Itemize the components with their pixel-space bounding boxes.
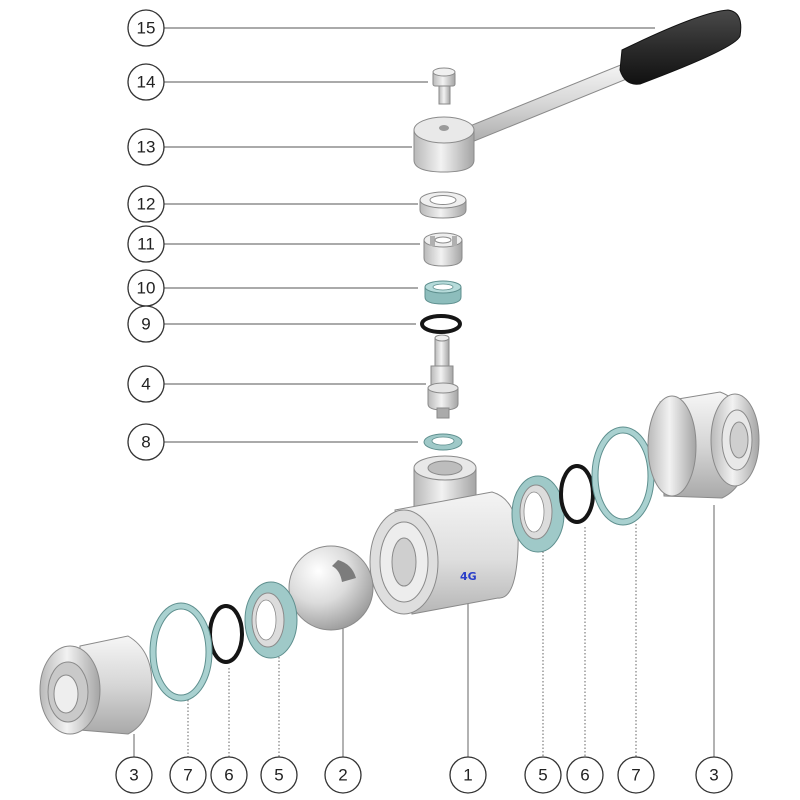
- seat-ring-left-part: [244, 581, 298, 659]
- callout-6-right: 6: [566, 756, 604, 794]
- bolt-part: [432, 67, 456, 105]
- callout-9: 9: [127, 305, 165, 343]
- end-connector-right-part: [647, 391, 760, 499]
- svg-text:5: 5: [274, 766, 283, 785]
- valve-body-part: 4G: [369, 455, 519, 615]
- svg-text:7: 7: [183, 766, 192, 785]
- svg-text:3: 3: [709, 766, 718, 785]
- callout-6-left: 6: [210, 756, 248, 794]
- callout-7-left: 7: [169, 756, 207, 794]
- handle-lever-part: [454, 9, 742, 147]
- svg-text:14: 14: [137, 73, 156, 92]
- svg-text:9: 9: [141, 315, 150, 334]
- stem-seal-ring-part: [424, 280, 462, 305]
- callout-11: 11: [127, 225, 165, 263]
- svg-text:13: 13: [137, 138, 156, 157]
- svg-text:12: 12: [137, 195, 156, 214]
- body-brand-mark: 4G: [460, 570, 477, 583]
- stem-o-ring-part: [420, 314, 462, 334]
- leader-lines: [133, 27, 715, 757]
- svg-text:2: 2: [338, 766, 347, 785]
- svg-text:1: 1: [463, 766, 472, 785]
- callout-5-left: 5: [260, 756, 298, 794]
- gland-bushing-part: [423, 232, 463, 267]
- handle-hub-part: [413, 116, 475, 173]
- gasket-right-part: [591, 426, 655, 526]
- svg-text:6: 6: [580, 766, 589, 785]
- svg-text:7: 7: [631, 766, 640, 785]
- callout-8: 8: [127, 423, 165, 461]
- svg-text:10: 10: [137, 279, 156, 298]
- callout-4: 4: [127, 365, 165, 403]
- svg-text:11: 11: [137, 235, 155, 254]
- callout-14: 14: [127, 63, 165, 101]
- svg-text:4: 4: [141, 375, 150, 394]
- callout-10: 10: [127, 269, 165, 307]
- callout-5-right: 5: [524, 756, 562, 794]
- callout-15: 15: [127, 9, 165, 47]
- svg-text:8: 8: [141, 433, 150, 452]
- callout-7-right: 7: [617, 756, 655, 794]
- callout-3-right: 3: [695, 756, 733, 794]
- svg-text:6: 6: [224, 766, 233, 785]
- o-ring-left-part: [208, 604, 244, 664]
- svg-text:5: 5: [538, 766, 547, 785]
- svg-text:3: 3: [129, 766, 138, 785]
- gasket-left-part: [149, 602, 213, 702]
- ball-part: [288, 545, 374, 631]
- end-connector-left-part: [39, 635, 153, 735]
- stem-part: [427, 334, 459, 419]
- callout-12: 12: [127, 185, 165, 223]
- o-ring-right-part: [559, 464, 595, 524]
- callout-2: 2: [324, 756, 362, 794]
- callout-13: 13: [127, 128, 165, 166]
- seat-ring-right-part: [511, 475, 565, 553]
- nut-ring-part: [419, 191, 467, 219]
- svg-text:15: 15: [137, 19, 156, 38]
- stem-gasket-part: [423, 433, 463, 451]
- callout-1: 1: [449, 756, 487, 794]
- callout-3-left: 3: [115, 756, 153, 794]
